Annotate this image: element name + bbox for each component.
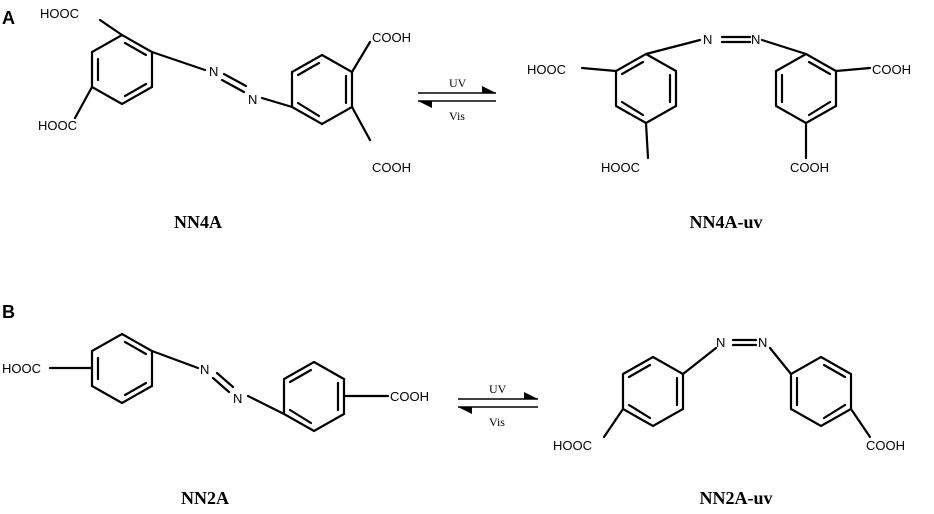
carboxyl-label: HOOC bbox=[40, 6, 79, 21]
azo-nitrogen-label: N bbox=[209, 64, 218, 79]
benzene-ring bbox=[614, 52, 678, 125]
carboxyl-label: HOOC bbox=[527, 62, 566, 77]
benzene-ring bbox=[621, 355, 685, 428]
carboxyl-label: COOH bbox=[866, 438, 905, 453]
azo-nitrogen-label: N bbox=[233, 391, 242, 406]
benzene-ring bbox=[290, 53, 354, 126]
equilibrium-arrow-a: UV Vis bbox=[418, 76, 496, 123]
uv-label: UV bbox=[449, 76, 467, 90]
benzene-ring bbox=[774, 52, 838, 125]
azo-nitrogen-label: N bbox=[716, 335, 725, 350]
molecule-nn4a: HOOC HOOC COOH COOH N N bbox=[38, 6, 411, 175]
carboxyl-label: COOH bbox=[790, 160, 829, 175]
panel-label-b: B bbox=[2, 302, 15, 322]
molecule-nn2a: HOOC COOH N N bbox=[2, 332, 429, 433]
carboxyl-label: HOOC bbox=[2, 361, 41, 376]
carboxyl-label: COOH bbox=[372, 30, 411, 45]
carboxyl-label: HOOC bbox=[38, 118, 77, 133]
azo-nitrogen-label: N bbox=[200, 362, 209, 377]
uv-label: UV bbox=[489, 382, 507, 396]
azo-nitrogen-label: N bbox=[248, 92, 257, 107]
azo-nitrogen-label: N bbox=[703, 32, 712, 47]
carboxyl-label: HOOC bbox=[553, 438, 592, 453]
benzene-ring bbox=[90, 332, 154, 405]
molecule-nn2a-uv: N N HOOC COOH bbox=[553, 335, 905, 453]
caption-nn2a-uv: NN2A-uv bbox=[699, 488, 772, 508]
equilibrium-arrow-b: UV Vis bbox=[458, 382, 538, 429]
benzene-ring bbox=[90, 33, 154, 106]
benzene-ring bbox=[789, 355, 853, 428]
carboxyl-label: HOOC bbox=[601, 160, 640, 175]
molecule-nn4a-uv: N N HOOC COOH HOOC COOH bbox=[527, 32, 911, 175]
carboxyl-label: COOH bbox=[872, 62, 911, 77]
azo-nitrogen-label: N bbox=[758, 335, 767, 350]
benzene-ring bbox=[282, 360, 346, 433]
carboxyl-label: COOH bbox=[390, 389, 429, 404]
caption-nn2a: NN2A bbox=[181, 488, 229, 508]
vis-label: Vis bbox=[489, 415, 505, 429]
caption-nn4a: NN4A bbox=[174, 212, 222, 232]
azo-nitrogen-label: N bbox=[751, 32, 760, 47]
carboxyl-label: COOH bbox=[372, 160, 411, 175]
panel-label-a: A bbox=[2, 8, 15, 28]
caption-nn4a-uv: NN4A-uv bbox=[689, 212, 762, 232]
vis-label: Vis bbox=[449, 109, 465, 123]
